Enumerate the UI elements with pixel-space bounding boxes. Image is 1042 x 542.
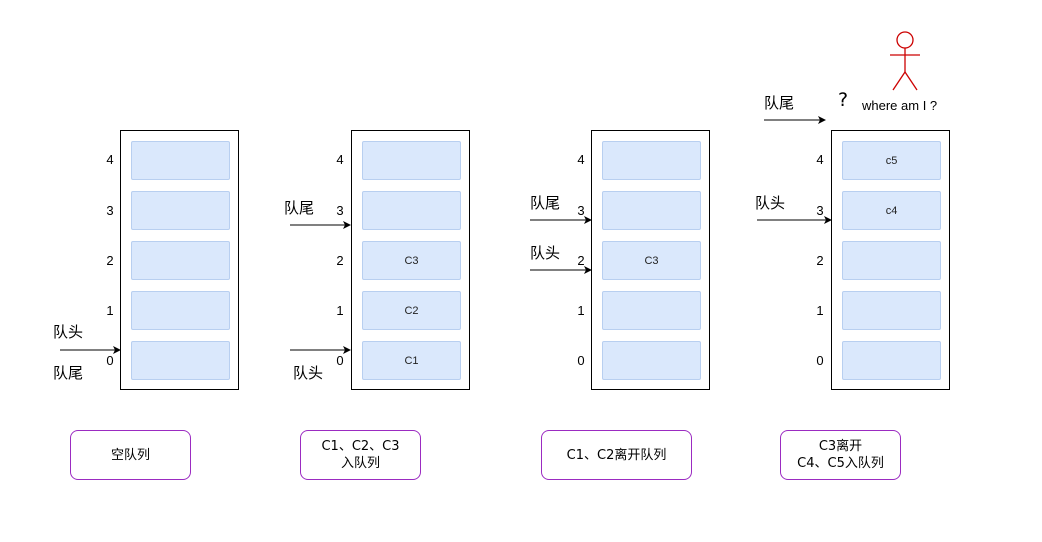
tail-pointer-label: 队尾 <box>764 94 795 112</box>
queue-box-2: C3 C2 C1 <box>351 130 470 390</box>
slot-0 <box>131 341 230 380</box>
slot-3 <box>602 191 701 230</box>
slot-1 <box>842 291 941 330</box>
slot-4 <box>602 141 701 180</box>
queue-box-1 <box>120 130 239 390</box>
head-pointer-label: 队头 <box>53 323 84 341</box>
slot-2 <box>131 241 230 280</box>
slot-1 <box>131 291 230 330</box>
slot-2: C3 <box>362 241 461 280</box>
stick-figure-icon <box>890 31 920 91</box>
slot-0 <box>602 341 701 380</box>
slot-0: C1 <box>362 341 461 380</box>
index-4: 4 <box>106 152 114 167</box>
index-2: 2 <box>816 253 824 268</box>
queue-box-4: c5 c4 <box>831 130 950 390</box>
index-0: 0 <box>577 353 585 368</box>
tail-pointer-label: 队尾 <box>284 199 315 217</box>
index-3: 3 <box>577 203 585 218</box>
slot-1: C2 <box>362 291 461 330</box>
caption-dequeue-c1-c2: C1、C2离开队列 <box>541 430 692 480</box>
index-2: 2 <box>577 253 585 268</box>
index-4: 4 <box>816 152 824 167</box>
head-pointer-label: 队头 <box>293 364 324 382</box>
where-am-i-label: where am I ? <box>862 98 938 113</box>
queue-box-3: C3 <box>591 130 710 390</box>
head-pointer-label: 队头 <box>530 244 561 262</box>
slot-4: c5 <box>842 141 941 180</box>
caption-dequeue-c3-enqueue-c4-c5: C3离开 C4、C5入队列 <box>780 430 901 480</box>
index-1: 1 <box>577 303 585 318</box>
index-1: 1 <box>816 303 824 318</box>
slot-0 <box>842 341 941 380</box>
slot-4 <box>362 141 461 180</box>
slot-2: C3 <box>602 241 701 280</box>
index-3: 3 <box>816 203 824 218</box>
index-4: 4 <box>336 152 344 167</box>
caption-enqueue-c1-c3: C1、C2、C3 入队列 <box>300 430 421 480</box>
slot-4 <box>131 141 230 180</box>
index-2: 2 <box>106 253 114 268</box>
index-1: 1 <box>336 303 344 318</box>
slot-3 <box>362 191 461 230</box>
index-1: 1 <box>106 303 114 318</box>
index-0: 0 <box>336 353 344 368</box>
index-4: 4 <box>577 152 585 167</box>
caption-empty-queue: 空队列 <box>70 430 191 480</box>
slot-3 <box>131 191 230 230</box>
index-0: 0 <box>106 353 114 368</box>
slot-3: c4 <box>842 191 941 230</box>
question-mark: ? <box>838 89 849 111</box>
tail-pointer-label: 队尾 <box>530 194 561 212</box>
tail-pointer-label: 队尾 <box>53 364 84 382</box>
slot-1 <box>602 291 701 330</box>
index-0: 0 <box>816 353 824 368</box>
head-pointer-label: 队头 <box>755 194 786 212</box>
index-3: 3 <box>336 203 344 218</box>
index-2: 2 <box>336 253 344 268</box>
slot-2 <box>842 241 941 280</box>
index-3: 3 <box>106 203 114 218</box>
